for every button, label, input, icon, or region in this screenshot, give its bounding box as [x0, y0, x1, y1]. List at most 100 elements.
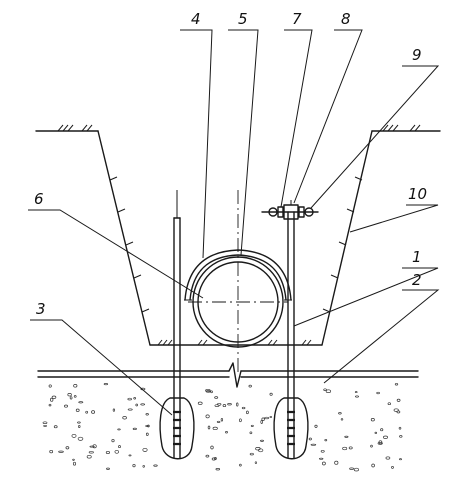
soil-grain [106, 467, 110, 470]
soil-grain [51, 395, 57, 399]
callout-9: 9 [412, 46, 422, 64]
soil-grain [254, 461, 258, 464]
soil-grain [398, 426, 402, 430]
soil-grain [72, 461, 77, 466]
soil-grain [376, 391, 380, 395]
soil-grain [92, 444, 97, 449]
callout-labels: 4 5 7 8 9 10 6 1 2 3 [34, 10, 427, 318]
soil-grain [324, 438, 328, 442]
soil-grain [222, 404, 227, 408]
soil-grain [53, 425, 58, 429]
soil-grain [239, 418, 242, 423]
soil-grain [142, 464, 145, 468]
soil-grain [250, 424, 254, 427]
soil-grain [385, 456, 391, 460]
soil-grain [391, 466, 394, 469]
soil-grain [215, 468, 221, 471]
soil-grain [140, 403, 146, 406]
soil-grain [380, 428, 384, 432]
soil-grain [48, 403, 52, 407]
soil-grain [69, 396, 73, 400]
clamp-bolt-assembly [261, 200, 319, 220]
soil-grain [112, 408, 116, 412]
soil-grain [248, 384, 252, 388]
soil-grain [260, 419, 263, 424]
soil-grain [127, 408, 133, 411]
soil-grain [75, 408, 80, 412]
soil-grain [128, 454, 132, 457]
leader-lines [28, 29, 440, 416]
soil-grain [340, 418, 344, 421]
soil-grain [114, 449, 120, 454]
soil-grain [214, 457, 217, 460]
soil-grain [377, 442, 383, 445]
soil-grain [264, 416, 270, 420]
soil-grain [122, 416, 127, 420]
soil-grain [43, 424, 47, 427]
soil-grain [71, 433, 77, 438]
soil-grain [211, 457, 216, 461]
soil-grain [319, 457, 324, 460]
pipe [188, 256, 288, 348]
soil-grain [338, 412, 342, 415]
soil-grain [207, 425, 211, 430]
soil-grain [50, 397, 54, 402]
anchor-rod-right [287, 211, 295, 459]
soil-grain [111, 438, 115, 443]
soil-grain [77, 436, 84, 441]
ground-surface-right [371, 124, 441, 132]
soil-grain [354, 391, 358, 394]
soil-grain [310, 443, 317, 446]
ground-surface-left [35, 124, 99, 132]
soil-grain [205, 454, 210, 458]
soil-grain [370, 418, 375, 422]
soil-grain [147, 424, 150, 428]
soil-grain [399, 435, 403, 438]
soil-grain [210, 445, 214, 450]
soil-grain [103, 383, 109, 386]
ballast-weight-arch [184, 249, 292, 301]
soil-grain [64, 404, 68, 408]
soil-grain [257, 448, 264, 453]
soil-grain [396, 398, 401, 402]
soil-grain [225, 431, 228, 434]
soil-grain [135, 403, 138, 407]
soil-grain [73, 384, 78, 388]
soil-grain [239, 463, 242, 467]
soil-grain [197, 401, 203, 405]
callout-4: 4 [191, 10, 201, 28]
soil-grain [72, 458, 75, 461]
soil-grain [48, 384, 52, 388]
soil-grain [49, 449, 54, 454]
soil-grain [227, 403, 232, 406]
soil-grain [133, 397, 137, 400]
soil-grain [269, 392, 273, 396]
soil-grain [142, 447, 148, 452]
soil-grain [216, 420, 221, 423]
soil-grain [353, 467, 359, 472]
anchor-rod-left [173, 190, 181, 459]
soil-grain [145, 432, 149, 436]
soil-grain [214, 396, 219, 399]
callout-2: 2 [412, 271, 422, 289]
soil-grain [314, 424, 318, 428]
soil-grain [220, 417, 224, 422]
trench-wall-left [97, 130, 151, 346]
soil-grain [371, 463, 375, 468]
soil-grain [246, 410, 249, 415]
soil-grain [241, 406, 246, 410]
soil-grain [342, 446, 348, 451]
callout-8: 8 [341, 10, 351, 28]
soil-fill [42, 382, 403, 472]
soil-grain [210, 390, 213, 394]
soil-grain [145, 413, 149, 416]
soil-grain [322, 461, 326, 466]
soil-grain [255, 447, 261, 451]
soil-grain [249, 431, 253, 435]
soil-grain [260, 439, 264, 442]
soil-grain [73, 395, 77, 398]
callout-5: 5 [238, 10, 248, 28]
soil-grain [145, 424, 149, 428]
soil-grain [334, 460, 339, 465]
soil-grain [399, 458, 402, 461]
